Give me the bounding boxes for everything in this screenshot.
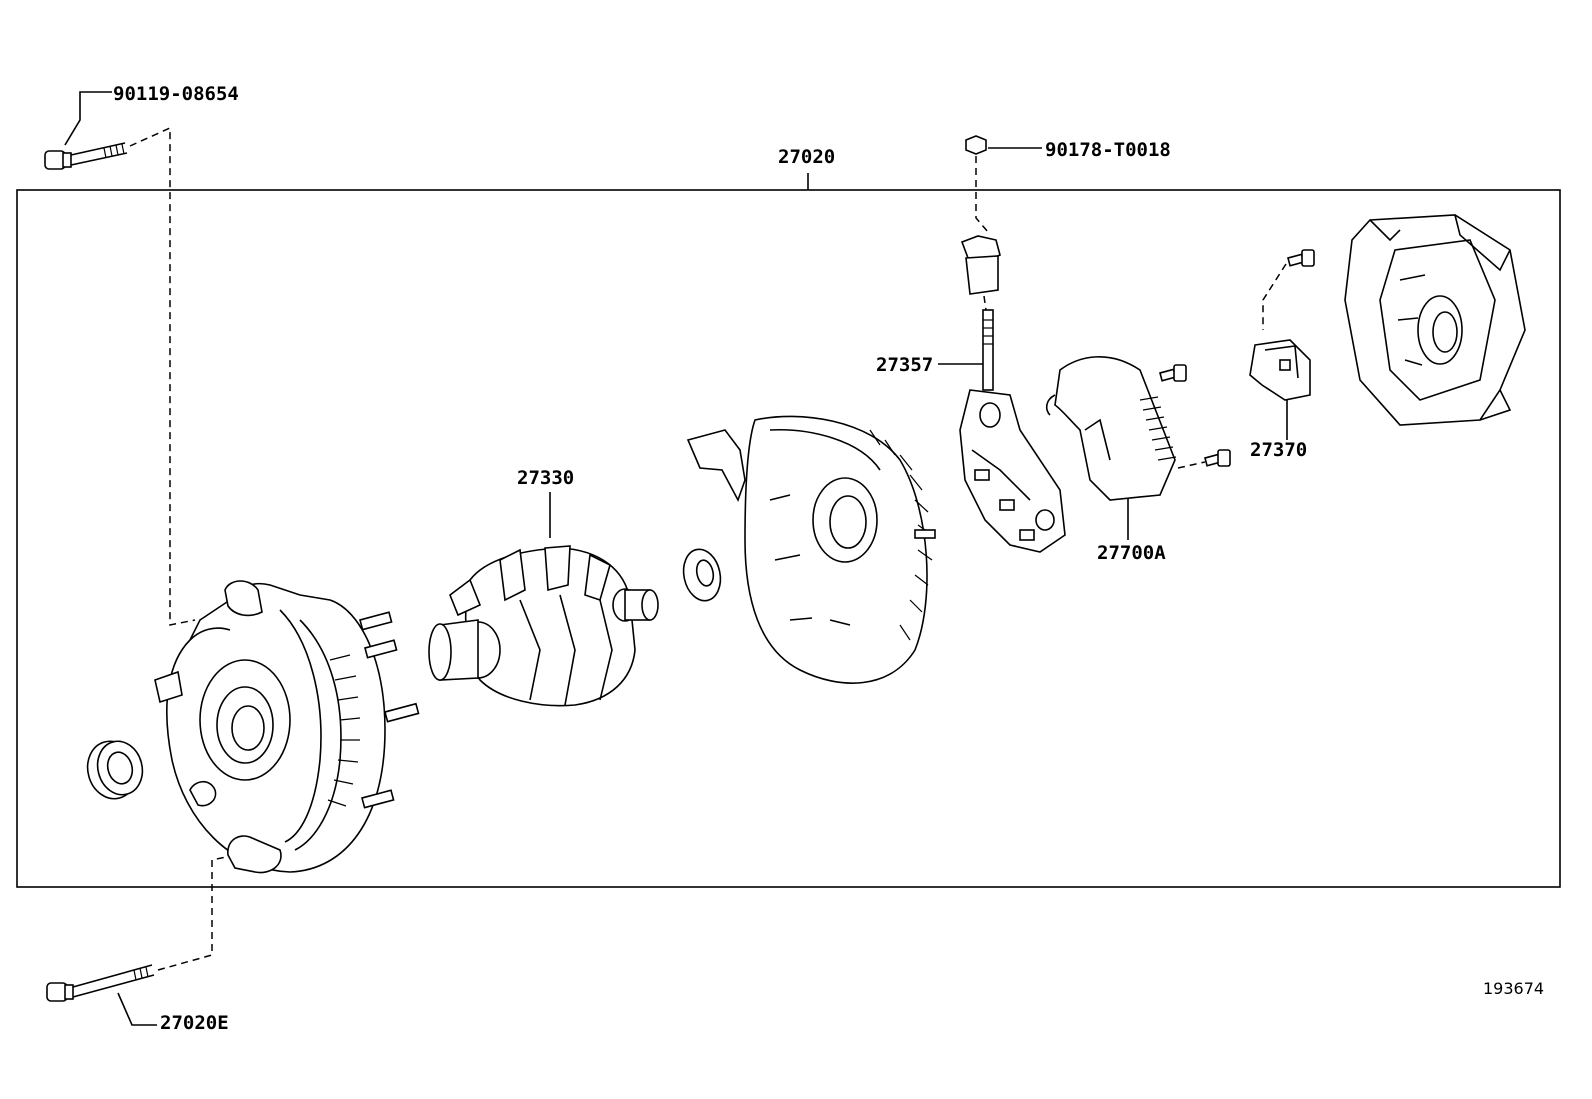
- brush-holder-icon: [1249, 339, 1311, 401]
- label-terminal: 27357: [876, 354, 933, 376]
- dash-bolt-bottom: [157, 854, 236, 971]
- rear-cover-icon: [1344, 214, 1526, 426]
- nut-top-icon: [965, 135, 1042, 155]
- brush-holder-screw-icon: [1287, 249, 1315, 267]
- assembly-frame: [16, 189, 1561, 888]
- label-rotor: 27330: [517, 467, 574, 489]
- illustration-number: 193674: [1483, 979, 1544, 998]
- dash-rectifier: [1177, 461, 1206, 469]
- dash-bolt-top: [129, 126, 196, 626]
- rectifier-screw-top-icon: [1159, 364, 1187, 382]
- rotor-icon: [428, 545, 659, 707]
- dash-nut: [975, 156, 989, 233]
- label-rectifier: 27700A: [1097, 542, 1166, 564]
- label-assembly: 27020: [778, 146, 835, 168]
- bolt-top-icon: [44, 91, 128, 170]
- insulator-icon: [960, 235, 1001, 295]
- label-nut-top: 90178-T0018: [1045, 139, 1171, 161]
- dash-insulator: [983, 295, 987, 311]
- washer-icon: [682, 548, 722, 602]
- label-brush-holder: 27370: [1250, 439, 1307, 461]
- drive-end-frame-icon: [154, 580, 420, 874]
- dash-brush-holder: [1262, 263, 1287, 330]
- label-bolt-top: 90119-08654: [113, 83, 239, 105]
- bolt-bottom-icon: [46, 964, 157, 1026]
- label-bolt-bottom: 27020E: [160, 1012, 229, 1034]
- terminal-plate-icon: [959, 309, 1066, 553]
- rectifier-icon: [1045, 356, 1177, 501]
- rear-frame-icon: [686, 415, 936, 684]
- rectifier-screw-bottom-icon: [1204, 449, 1231, 467]
- bearing-icon: [86, 740, 144, 800]
